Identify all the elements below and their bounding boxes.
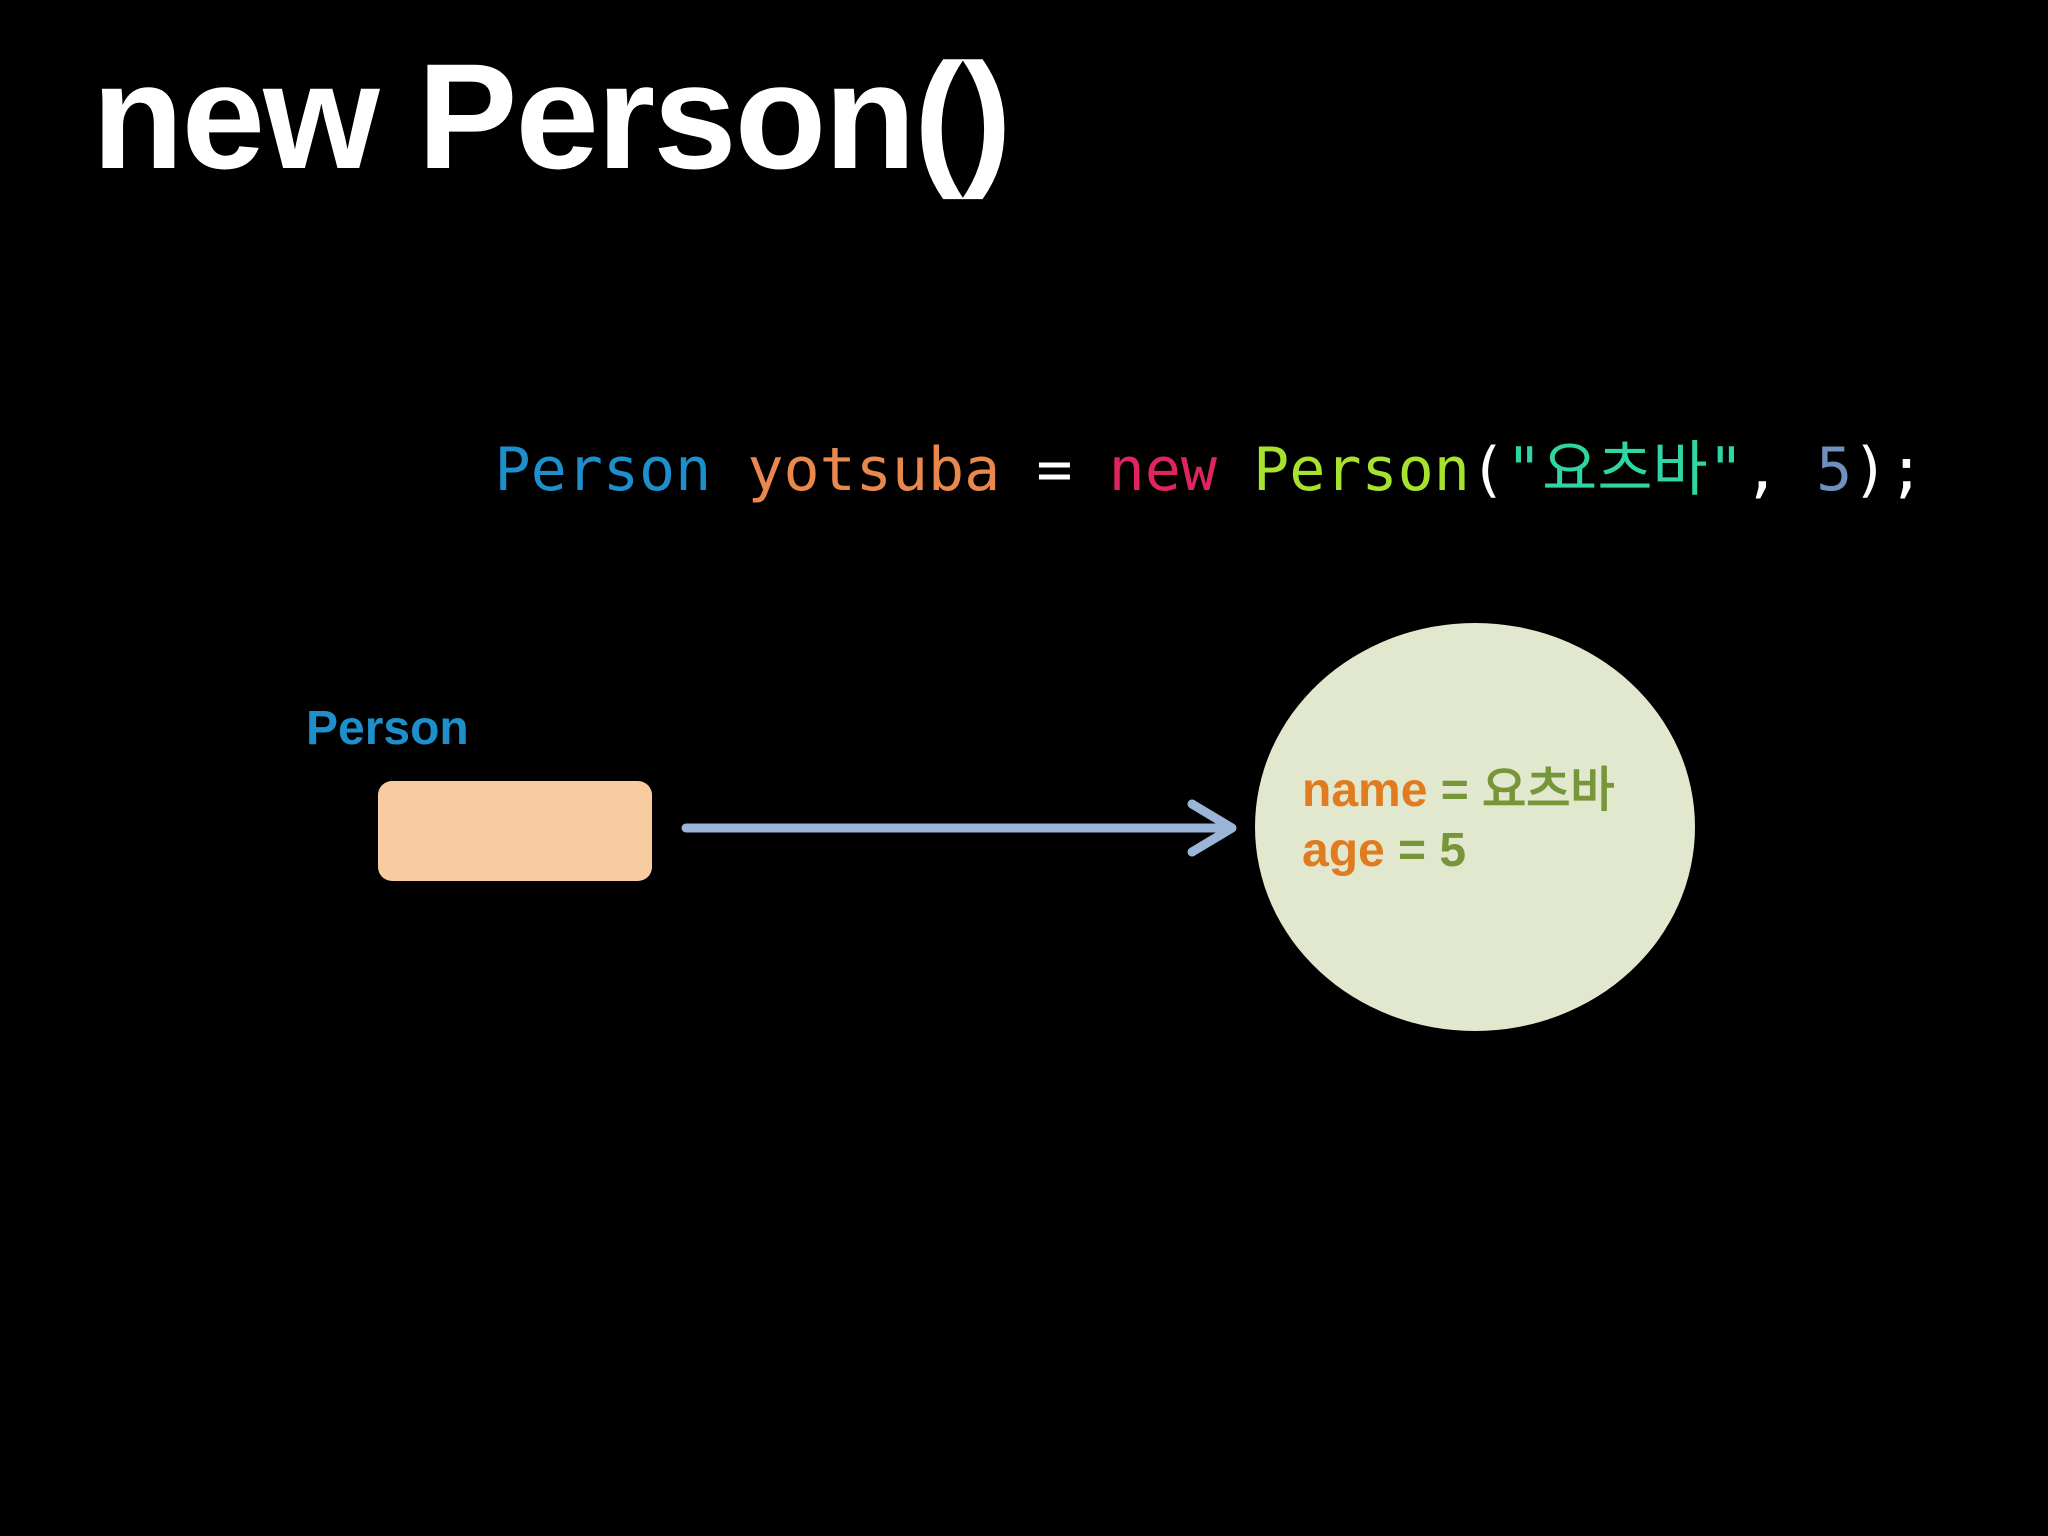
field-key: age (1302, 824, 1385, 877)
code-token-string-arg: "요츠바" (1506, 435, 1744, 505)
reference-variable-box (378, 781, 652, 881)
code-token-variable: yotsuba (747, 435, 1001, 505)
arrow-head (1187, 799, 1237, 857)
code-token-number-arg: 5 (1816, 435, 1853, 505)
object-field-age: age = 5 (1302, 822, 1466, 880)
code-token-type: Person (494, 435, 712, 505)
object-field-name: name = 요츠바 (1302, 762, 1615, 820)
code-token-space (1217, 435, 1253, 505)
code-token-space (711, 435, 747, 505)
field-value: 5 (1439, 824, 1467, 877)
variable-type-label: Person (306, 702, 469, 755)
code-token-open-paren: ( (1469, 435, 1506, 505)
code-token-keyword-new: new (1108, 435, 1217, 505)
code-line: Person yotsuba = new Person("요츠바", 5); (350, 362, 1925, 578)
field-separator: = (1384, 824, 1440, 877)
code-token-close-paren: ); (1852, 435, 1925, 505)
code-token-constructor: Person (1253, 435, 1470, 505)
code-token-comma: , (1743, 435, 1817, 505)
slide-title: new Person() (92, 32, 1012, 200)
field-separator: = (1427, 764, 1483, 817)
field-key: name (1302, 764, 1428, 817)
code-token-assign: = (1000, 435, 1109, 505)
person-object-ellipse (1255, 623, 1695, 1031)
field-value: 요츠바 (1482, 764, 1615, 817)
